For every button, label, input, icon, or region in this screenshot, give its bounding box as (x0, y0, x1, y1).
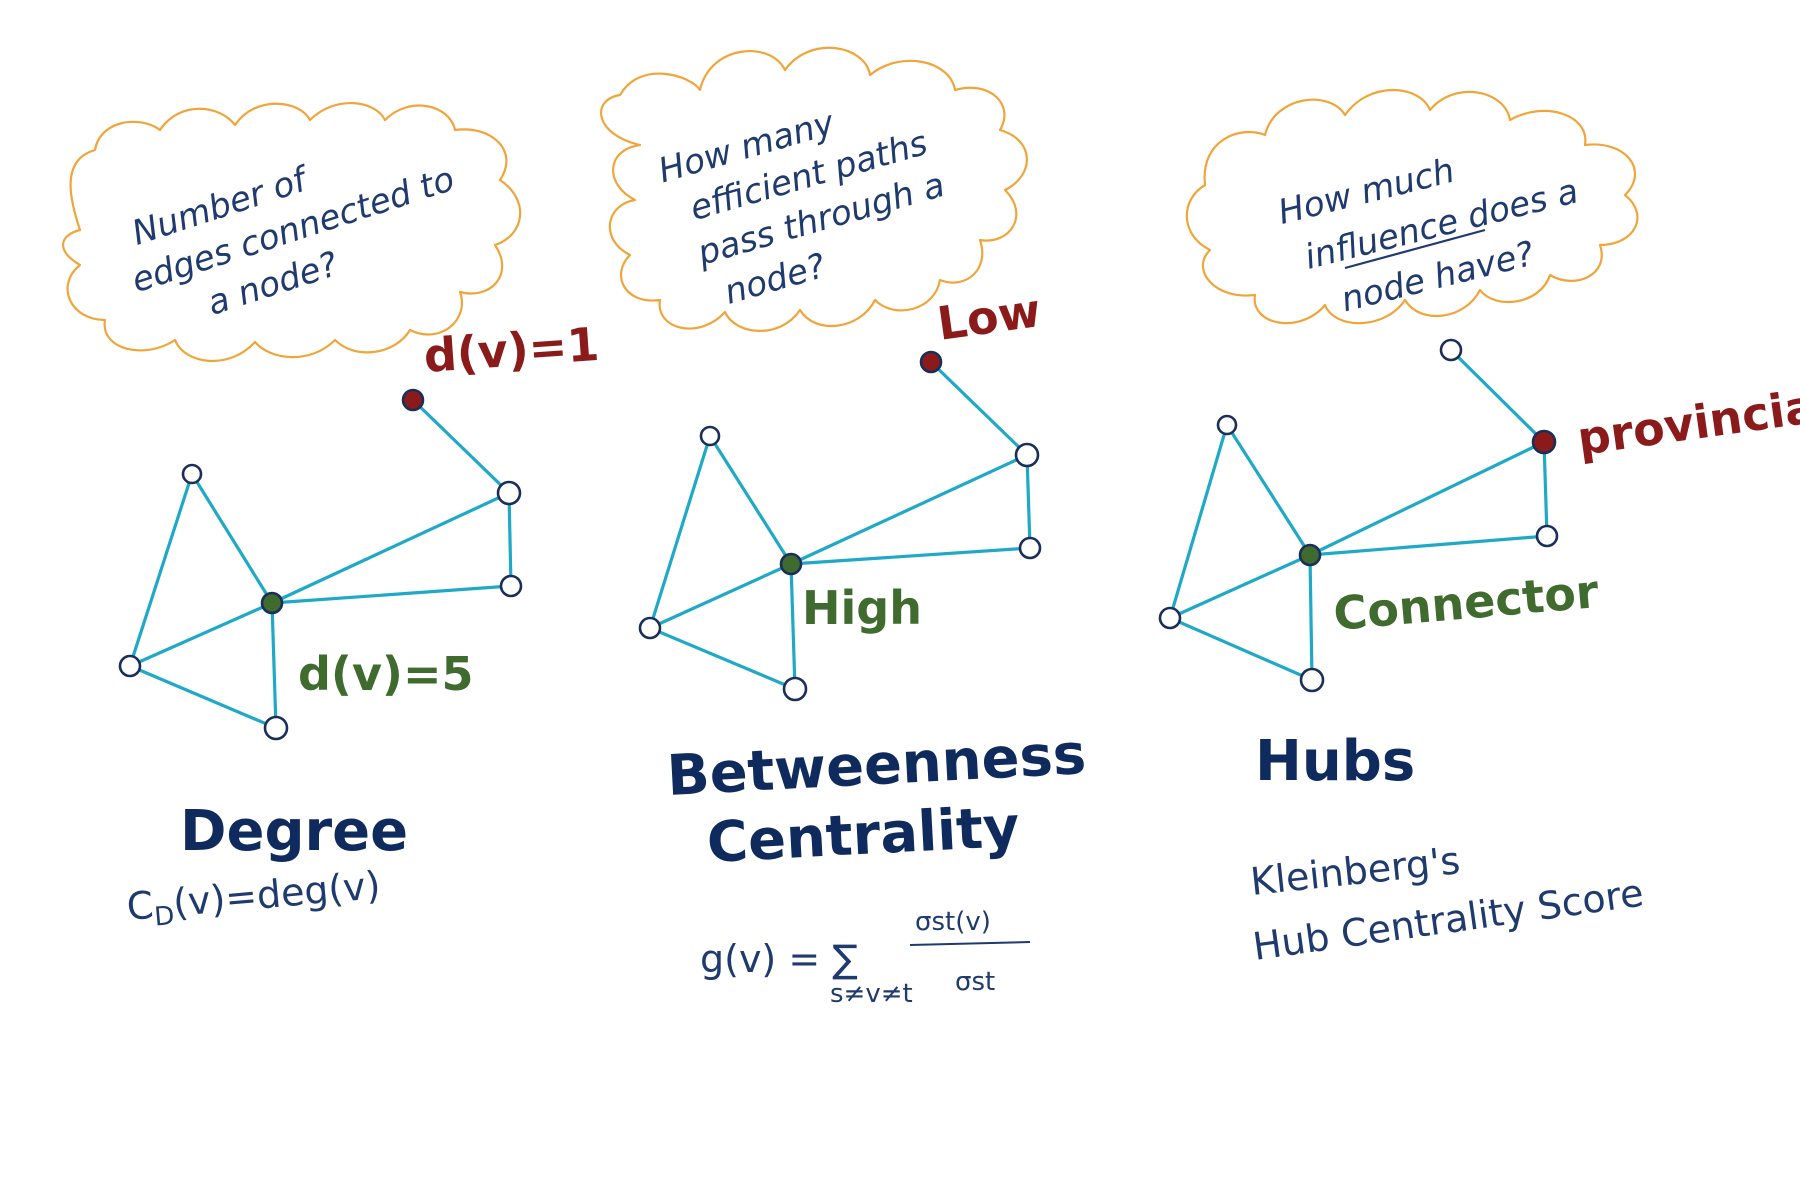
title-degree: Degree (180, 799, 408, 864)
graph-edge (789, 562, 797, 691)
high-label-degree: d(v)=5 (298, 647, 474, 701)
graph-edge (1308, 534, 1549, 557)
graph-node (1018, 536, 1042, 560)
formula-degree: CD(v)=deg(v) (125, 863, 383, 935)
graph-node (263, 715, 289, 741)
graph-edge (270, 491, 511, 605)
graph-edge (789, 546, 1032, 566)
graph-edge (708, 434, 793, 566)
graph-edge (1308, 440, 1546, 557)
graph-edge (128, 664, 278, 730)
influence-underline (1344, 228, 1486, 270)
thought-cloud-degree (62, 102, 522, 363)
graph-edge (270, 584, 513, 605)
graph-node (699, 425, 721, 447)
subtitle-hubs-line1: Kleinberg's (1248, 838, 1462, 904)
title-betweenness-line2: Centrality (705, 795, 1021, 876)
thought-cloud-betweenness (600, 46, 1028, 332)
formula-part: (v)=deg(v) (171, 863, 382, 925)
graph-edge (648, 562, 793, 630)
graph-edge (789, 453, 1029, 566)
graph-node (496, 480, 522, 506)
graph-edge (190, 472, 274, 605)
graph-edge (648, 434, 712, 630)
graph-edge (1308, 553, 1314, 682)
graph-node (1014, 442, 1040, 468)
graph-node-highlight-high (779, 552, 803, 576)
low-label-degree: d(v)=1 (422, 317, 601, 383)
panel-degree: Number of edges connected to a node? d(v… (62, 102, 601, 935)
question-degree: Number of edges connected to a node? (127, 158, 459, 323)
question-hubs: How much influence does a node have? (1274, 151, 1582, 321)
graph-edge (1168, 423, 1229, 620)
graph-node (118, 654, 142, 678)
formula-sum-subscript: s≠v≠t (830, 979, 913, 1009)
graph-node-highlight-connector (1298, 543, 1322, 567)
graph-node (1439, 338, 1463, 362)
high-label-betweenness: High (802, 581, 922, 635)
connector-label: Connector (1331, 564, 1601, 641)
panel-betweenness: How many efficient paths pass through a … (600, 46, 1088, 1009)
graph-edge (1168, 553, 1312, 620)
graph-edge (128, 601, 274, 668)
graph-edge (1168, 616, 1314, 682)
graph-edge (1449, 348, 1546, 444)
graph-node-highlight-provincial (1531, 429, 1557, 455)
formula-denominator: σst (955, 967, 995, 997)
fraction-bar (909, 941, 1031, 946)
title-betweenness-line1: Betweenness (665, 722, 1087, 809)
graph-edge (1542, 440, 1549, 538)
formula-numerator: σst(v) (915, 907, 991, 937)
provincial-label: provincial (1574, 377, 1800, 466)
graph-edge (507, 491, 513, 588)
graph-node (782, 676, 808, 702)
graph-node (1158, 606, 1182, 630)
panel-hubs: How much influence does a node have? pro… (1158, 89, 1800, 969)
question-betweenness: How many efficient paths pass through a … (654, 103, 949, 313)
graph-node-highlight-low (401, 388, 425, 412)
graph-node (1299, 667, 1325, 693)
graph-node-highlight-high (260, 591, 284, 615)
graph-node-highlight-low (919, 350, 943, 374)
formula-betweenness: g(v) = ∑ s≠v≠t σst(v) σst (700, 907, 1031, 1009)
graph-edge (1025, 453, 1032, 550)
low-label-betweenness: Low (934, 283, 1044, 351)
graph-node (1216, 414, 1238, 436)
graph-edge (270, 601, 278, 730)
graph-node (181, 463, 203, 485)
graph-node (1535, 524, 1559, 548)
formula-lhs: g(v) = ∑ (700, 937, 858, 981)
graph-node (499, 574, 523, 598)
graph-edge (1225, 423, 1312, 557)
title-hubs: Hubs (1255, 729, 1415, 794)
graph-edge (929, 360, 1029, 457)
graph-node (638, 616, 662, 640)
formula-part: C (125, 883, 155, 929)
thought-cloud-hubs (1185, 89, 1639, 325)
formula-subscript: D (153, 901, 176, 933)
graph-edge (128, 472, 194, 668)
graph-edge (648, 626, 797, 691)
graph-edge (411, 398, 511, 495)
